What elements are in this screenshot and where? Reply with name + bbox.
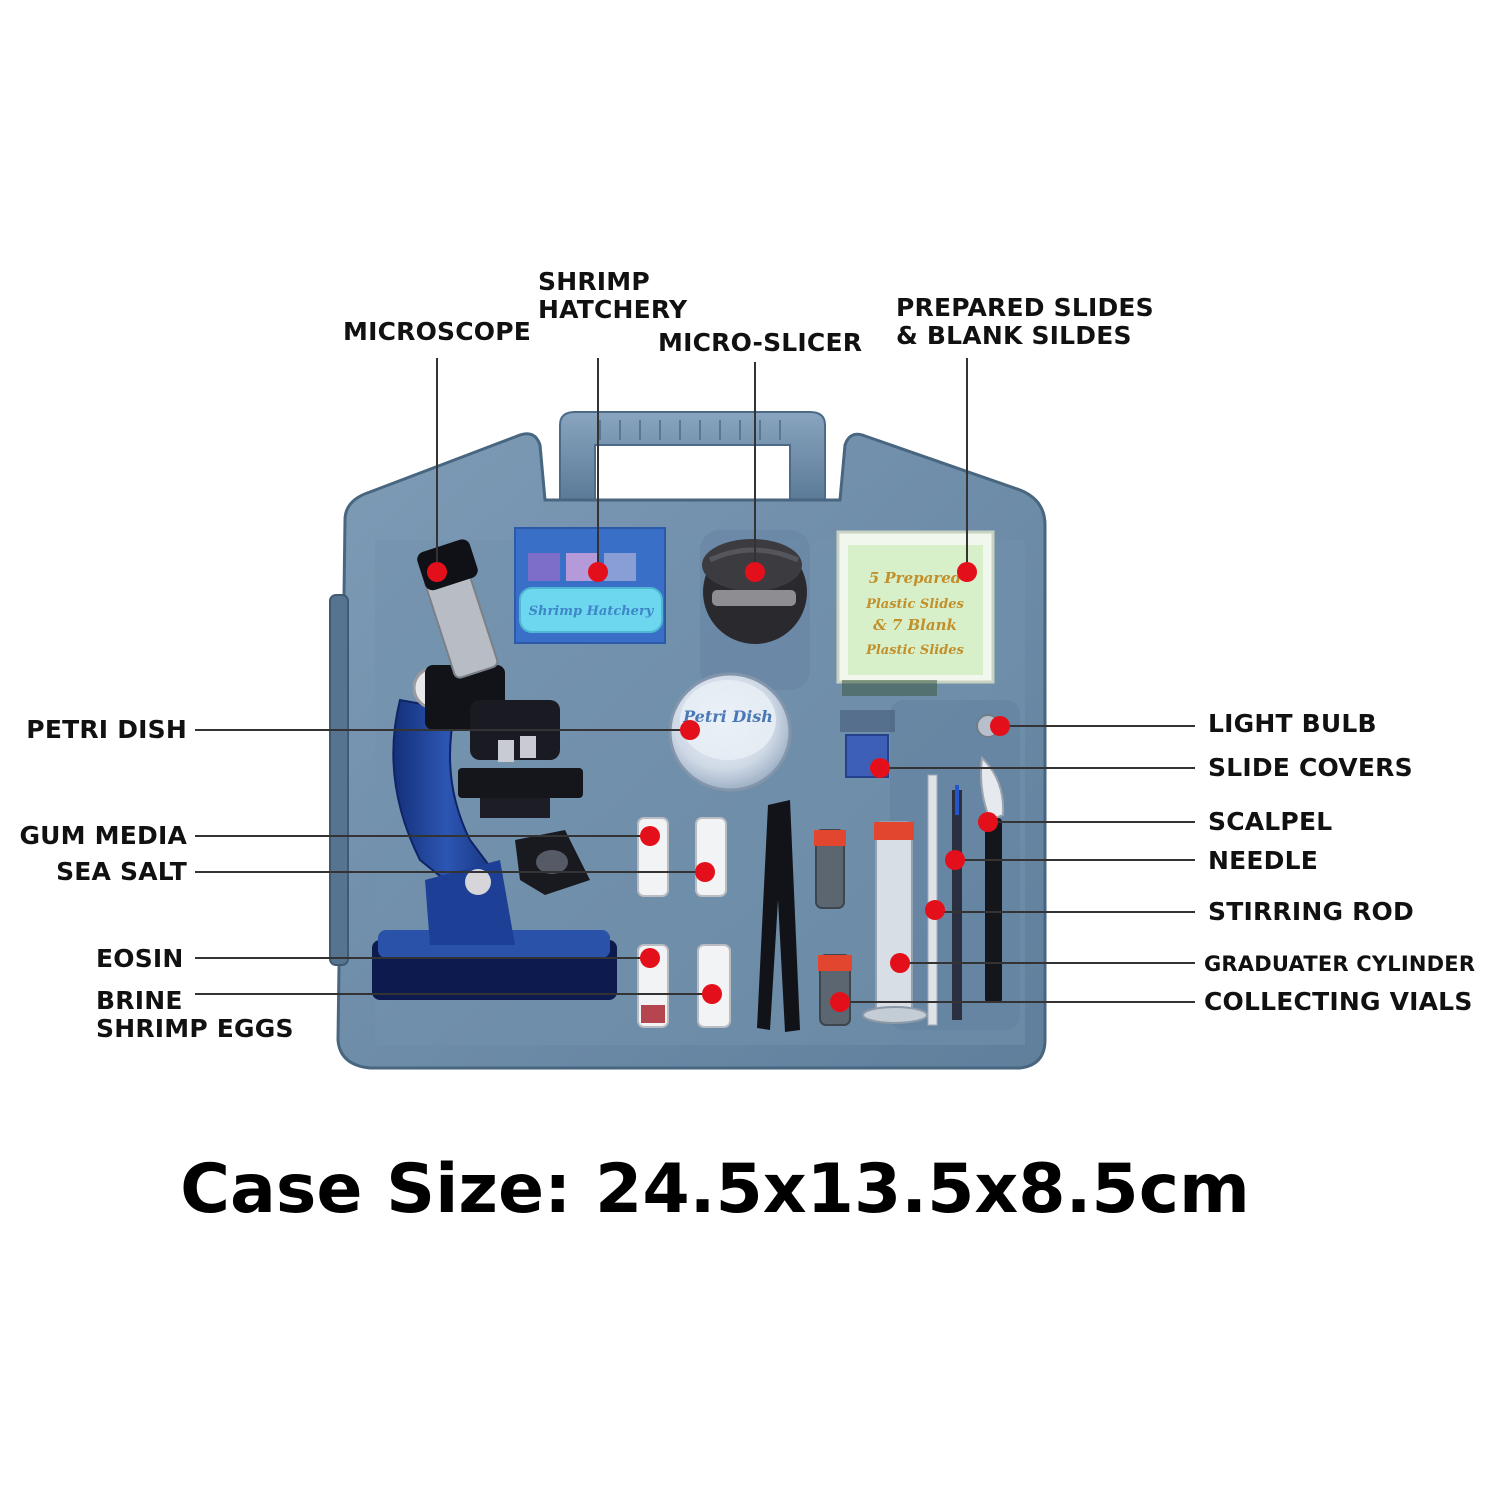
marker-light-bulb — [990, 716, 1010, 736]
label-brine-shrimp-eggs-line-1: BRINE — [96, 986, 183, 1015]
marker-graduater-cylinder — [890, 953, 910, 973]
hatchery-tray — [519, 587, 663, 633]
prepared-slides-box: 5 Prepared Plastic Slides & 7 Blank Plas… — [836, 530, 995, 696]
marker-shrimp-hatchery — [588, 562, 608, 582]
marker-scalpel — [978, 812, 998, 832]
slides-box-line-3: & 7 Blank — [873, 616, 957, 634]
label-slide-covers: SLIDE COVERS — [1208, 753, 1413, 782]
petri-dish-lid — [680, 680, 776, 760]
slides-box-line-4: Plastic Slides — [865, 643, 964, 658]
slicer-blade-slot — [712, 590, 796, 606]
label-shrimp-hatchery: SHRIMP HATCHERY — [538, 268, 687, 324]
stage-plate — [458, 768, 583, 798]
graduated-cylinder — [875, 821, 913, 1018]
label-stirring-rod: STIRRING ROD — [1208, 897, 1414, 926]
marker-sea-salt — [695, 862, 715, 882]
tools — [927, 755, 1005, 1026]
slides-box-shadow — [842, 680, 937, 696]
slide-covers-base — [840, 710, 895, 732]
microscope-pillar — [425, 860, 515, 945]
marker-eosin — [640, 948, 660, 968]
marker-prepared-slides — [957, 562, 977, 582]
stirring-rod — [927, 774, 938, 1026]
bottle-sea-salt — [695, 817, 727, 897]
base-knob — [465, 869, 491, 895]
marker-needle — [945, 850, 965, 870]
label-brine-shrimp-eggs: BRINE SHRIMP EGGS — [96, 987, 294, 1043]
label-petri-dish: PETRI DISH — [26, 715, 187, 744]
label-shrimp-hatchery-line-2: HATCHERY — [538, 295, 688, 324]
mirror — [536, 850, 568, 874]
vial-upper-cap — [814, 830, 846, 846]
vial-lower-cap — [818, 955, 852, 971]
case-handle — [559, 411, 826, 501]
handle-grip-ridges — [599, 420, 781, 440]
label-gum-media: GUM MEDIA — [19, 821, 187, 850]
label-needle: NEEDLE — [1208, 846, 1319, 875]
vials-and-cylinder — [814, 821, 928, 1026]
objective-lens-1 — [498, 740, 514, 762]
hatchery-pack-text: Shrimp Hatchery — [529, 604, 655, 619]
scalpel-blade — [980, 755, 1005, 822]
label-prepared-slides-line-1: PREPARED SLIDES — [896, 293, 1154, 322]
cylinder-cap — [874, 822, 914, 840]
label-prepared-slides-line-2: & BLANK SILDES — [896, 321, 1132, 350]
bottle-eosin-content — [641, 1005, 665, 1023]
scalpel-handle — [985, 818, 1002, 1003]
petri-dish: Petri Dish — [668, 672, 792, 792]
shrimp-hatchery: Shrimp Hatchery — [514, 527, 666, 644]
label-shrimp-hatchery-line-1: SHRIMP — [538, 267, 650, 296]
marker-stirring-rod — [925, 900, 945, 920]
label-scalpel: SCALPEL — [1208, 807, 1333, 836]
slicer-ridge — [708, 547, 799, 563]
petri-lid-text: Petri Dish — [682, 707, 773, 726]
label-prepared-slides: PREPARED SLIDES & BLANK SILDES — [896, 294, 1154, 350]
label-brine-shrimp-eggs-line-2: SHRIMP EGGS — [96, 1014, 294, 1043]
marker-brine-shrimp-eggs — [702, 984, 722, 1004]
label-collecting-vials: COLLECTING VIALS — [1204, 987, 1473, 1016]
label-micro-slicer: MICRO-SLICER — [658, 328, 863, 357]
cylinder-base — [862, 1006, 928, 1024]
tweezers — [757, 800, 800, 1032]
label-microscope: MICROSCOPE — [343, 317, 532, 346]
microscope-body — [372, 539, 617, 1000]
marker-microscope — [427, 562, 447, 582]
label-graduater-cylinder: GRADUATER CYLINDER — [1204, 952, 1476, 976]
needle-handle — [952, 790, 962, 1020]
red-markers — [427, 562, 1010, 1012]
needle-tip — [955, 785, 959, 815]
marker-slide-covers — [870, 758, 890, 778]
marker-micro-slicer — [745, 562, 765, 582]
hatchery-window-3 — [604, 553, 636, 581]
marker-collecting-vials — [830, 992, 850, 1012]
leader-lines — [195, 358, 1195, 1003]
stage-support — [480, 798, 550, 818]
case-hinge — [329, 594, 349, 966]
slides-box-line-1: 5 Prepared — [869, 569, 962, 587]
marker-petri-dish — [680, 720, 700, 740]
label-sea-salt: SEA SALT — [56, 857, 187, 886]
case-size-caption: Case Size: 24.5x13.5x8.5cm — [180, 1150, 1250, 1229]
label-eosin: EOSIN — [96, 944, 184, 973]
objective-lens-2 — [520, 736, 536, 758]
hatchery-window-1 — [528, 553, 560, 581]
marker-gum-media — [640, 826, 660, 846]
label-light-bulb: LIGHT BULB — [1208, 709, 1377, 738]
slides-box-line-2: Plastic Slides — [865, 597, 964, 612]
